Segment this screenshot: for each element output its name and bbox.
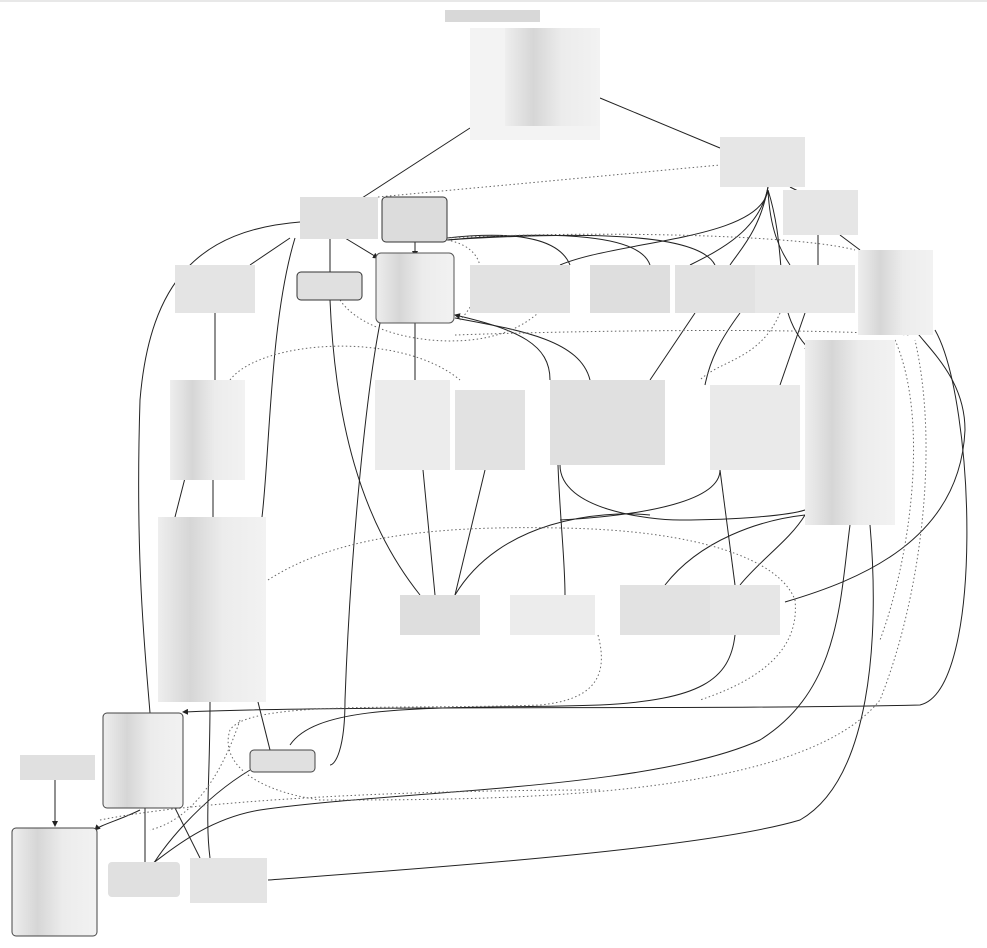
node[interactable]	[170, 380, 245, 480]
edge	[839, 234, 861, 251]
node[interactable]	[296, 271, 363, 301]
node[interactable]	[710, 385, 800, 470]
node[interactable]	[190, 858, 267, 903]
edges-dotted	[99, 164, 927, 831]
node[interactable]	[175, 265, 255, 313]
node[interactable]	[300, 197, 378, 239]
node[interactable]	[550, 380, 665, 465]
node[interactable]	[590, 265, 670, 313]
edge-dotted	[699, 312, 781, 381]
edge	[249, 237, 291, 266]
edge	[454, 469, 486, 596]
edge	[446, 234, 716, 266]
edge	[174, 477, 186, 518]
edge-dotted	[377, 164, 721, 198]
node[interactable]	[158, 517, 266, 702]
edge	[454, 313, 551, 381]
graph-title	[445, 10, 540, 22]
edge	[454, 317, 591, 381]
edge-dotted	[229, 345, 461, 381]
edge	[649, 312, 696, 381]
edge	[784, 329, 966, 603]
edge	[704, 312, 741, 386]
edge	[289, 634, 736, 746]
node[interactable]	[620, 585, 710, 635]
edge	[329, 299, 421, 596]
nodes	[11, 10, 933, 937]
edge	[729, 186, 769, 266]
node[interactable]	[720, 137, 805, 187]
edge	[557, 464, 566, 596]
node[interactable]	[249, 749, 316, 773]
edge-dotted	[339, 279, 561, 342]
edge	[149, 524, 851, 866]
edge	[182, 329, 968, 715]
edge	[361, 127, 471, 199]
edge	[329, 322, 381, 766]
node[interactable]	[510, 595, 595, 635]
edge	[446, 234, 571, 266]
edge	[779, 312, 806, 386]
edge	[207, 701, 211, 859]
node[interactable]	[783, 190, 858, 235]
node[interactable]	[381, 196, 448, 243]
top-border	[0, 0, 987, 2]
edge	[257, 701, 271, 751]
edge-dotted	[879, 339, 915, 641]
node[interactable]	[108, 862, 180, 897]
edge	[174, 807, 201, 859]
node[interactable]	[858, 250, 933, 335]
edge-dotted	[267, 527, 796, 701]
node[interactable]	[470, 265, 570, 313]
edge	[719, 469, 736, 586]
edge	[94, 809, 141, 831]
edge	[559, 469, 721, 521]
edge-dotted	[149, 719, 241, 831]
edge	[599, 97, 721, 149]
edge	[138, 221, 301, 714]
edge	[739, 514, 806, 586]
edge	[267, 524, 874, 881]
node[interactable]	[400, 595, 480, 635]
edge-dotted	[446, 233, 856, 251]
edge	[454, 513, 651, 596]
edge	[422, 469, 436, 596]
edge	[559, 189, 769, 266]
node[interactable]	[675, 265, 755, 313]
edges-solid	[52, 97, 968, 881]
node[interactable]	[20, 755, 95, 780]
edge	[767, 189, 791, 266]
node[interactable]	[102, 712, 184, 809]
edge-dotted	[227, 339, 927, 801]
node[interactable]	[755, 265, 855, 313]
node[interactable]	[11, 827, 98, 937]
edge	[149, 769, 251, 871]
edge	[261, 237, 296, 518]
node-root[interactable]	[470, 28, 600, 140]
edge	[344, 237, 379, 259]
edge	[559, 464, 806, 521]
edge	[446, 234, 651, 266]
node[interactable]	[375, 252, 455, 324]
node[interactable]	[805, 340, 895, 525]
node[interactable]	[710, 585, 780, 635]
node[interactable]	[455, 390, 525, 470]
edge	[664, 514, 806, 586]
node[interactable]	[375, 380, 450, 470]
